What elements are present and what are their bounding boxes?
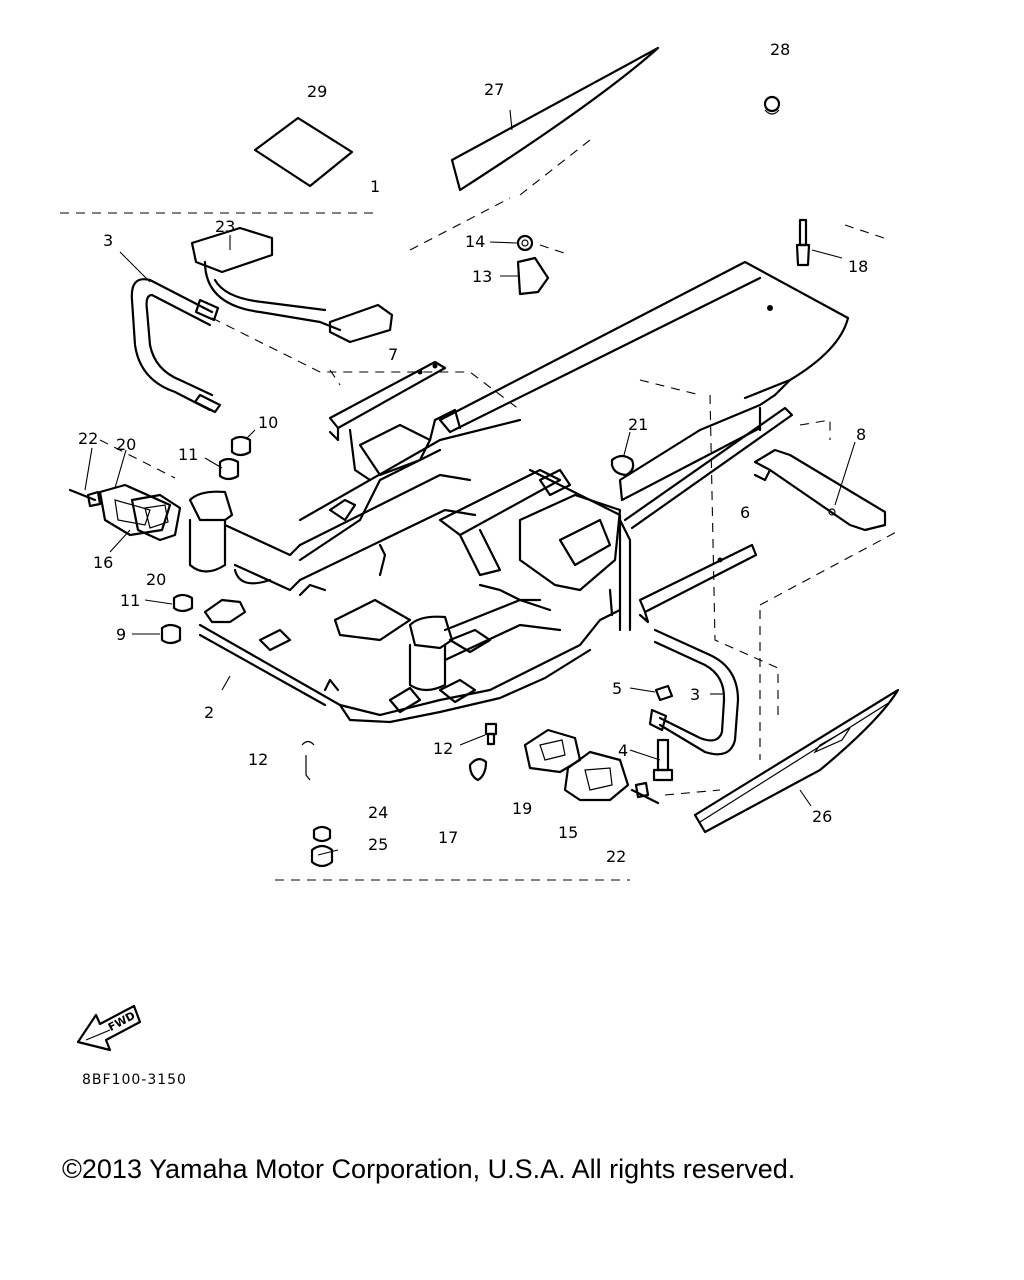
part-23-grab-bar [190,226,394,344]
part-12-fastener-left [301,740,315,781]
part-10-bushing [230,435,252,457]
part-27-decal [450,46,660,192]
part-11-lower-bushing [172,593,194,613]
callout-11: 11 [120,591,140,610]
callout-20: 20 [146,570,166,589]
callout-3: 3 [103,231,113,250]
callout-18: 18 [848,257,868,276]
part-14-nut [516,234,534,252]
callout-20: 20 [116,435,136,454]
callout-17: 17 [438,828,458,847]
part-22-bolt-left [68,488,102,508]
callout-9: 9 [116,625,126,644]
part-9-bushing [160,623,182,645]
part-1-main-frame [188,260,850,724]
fwd-arrow-icon: FWD [76,1004,142,1052]
part-16-bearing-housing [130,493,182,542]
part-21-grommet [610,454,635,477]
callout-11: 11 [178,445,198,464]
part-26-decal [693,688,900,834]
drawing-code: 8BF100-3150 [82,1072,187,1088]
callout-25: 25 [368,835,388,854]
callout-labels: 29 27 28 1 23 3 14 13 18 7 10 22 20 11 2… [78,40,868,866]
callout-26: 26 [812,807,832,826]
part-11-upper-bushing [218,457,240,481]
part-5-nut [654,684,674,702]
part-24-grommet [312,825,332,843]
callout-7: 7 [388,345,398,364]
callout-2: 2 [204,703,214,722]
callout-28: 28 [770,40,790,59]
callout-21: 21 [628,415,648,434]
part-15-bearing-housing [563,750,630,802]
part-8-bracket [753,448,887,532]
part-13-bracket [516,256,550,296]
part-22-bolt-right [630,781,660,805]
part-3-left-bumper [130,278,222,414]
callout-12: 12 [248,750,268,769]
part-17-washer [468,758,488,782]
callout-29: 29 [307,82,327,101]
callout-19: 19 [512,799,532,818]
callout-5: 5 [612,679,622,698]
copyright-notice: ©2013 Yamaha Motor Corporation, U.S.A. A… [62,1154,796,1184]
callout-22: 22 [606,847,626,866]
callout-8: 8 [856,425,866,444]
part-3-right-bumper [648,628,740,756]
part-6-rail [638,543,758,624]
callout-14: 14 [465,232,485,251]
callout-4: 4 [618,741,628,760]
part-29-pad [253,116,354,188]
callout-6: 6 [740,503,750,522]
leader-lines [84,109,856,856]
callout-3: 3 [690,685,700,704]
part-20-bearing-plate [98,483,172,537]
callout-16: 16 [93,553,113,572]
part-25-grommet [310,844,334,868]
part-7-rail [328,360,447,442]
assembly-guide-lines [60,139,901,881]
callout-24: 24 [368,803,388,822]
callout-13: 13 [472,267,492,286]
part-18-pin [795,218,811,267]
callout-23: 23 [215,217,235,236]
callout-12: 12 [433,739,453,758]
part-12-bolt-center [484,722,498,746]
callout-15: 15 [558,823,578,842]
callout-22: 22 [78,429,98,448]
callout-27: 27 [484,80,504,99]
callout-10: 10 [258,413,278,432]
part-28-cap [763,95,781,115]
callout-1: 1 [370,177,380,196]
part-4-bolt [652,738,674,782]
